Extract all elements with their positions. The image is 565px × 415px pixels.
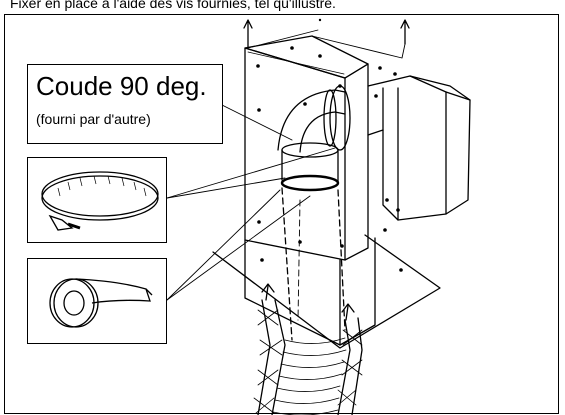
leader-tape-1: [166, 189, 281, 301]
flashing-plate: [212, 234, 441, 349]
leader-clamp-1: [166, 177, 286, 199]
flex-duct-hatching: [253, 309, 363, 414]
flex-duct-ribs: [272, 337, 347, 415]
leader-tape-2: [166, 195, 311, 301]
exhaust-hood: [367, 75, 471, 221]
hose-clamp-icon: [41, 171, 159, 231]
leader-elbow: [219, 103, 293, 141]
tape-roll-icon: [49, 278, 153, 328]
upper-box-top: [244, 35, 369, 79]
elbow-90: [277, 89, 346, 151]
elbow-label-box: Coude 90 deg. (fourni par d'autre): [27, 64, 223, 144]
duct-collar: [281, 149, 339, 183]
upper-box-front: [244, 47, 346, 261]
elbow-label-title: Coude 90 deg.: [36, 71, 207, 101]
upper-box-side: [344, 63, 369, 261]
arrow-right: [400, 19, 410, 45]
hose-clamp-box: [27, 157, 167, 243]
arrow-left: [243, 19, 253, 49]
tape-roll-box: [27, 258, 167, 344]
screw-dots: [256, 18, 403, 272]
leader-clamp-2: [166, 147, 336, 199]
instruction-caption: Fixer en place à l'aide des vis fournies…: [10, 0, 336, 11]
elbow-label-subtitle: (fourni par d'autre): [36, 111, 151, 127]
